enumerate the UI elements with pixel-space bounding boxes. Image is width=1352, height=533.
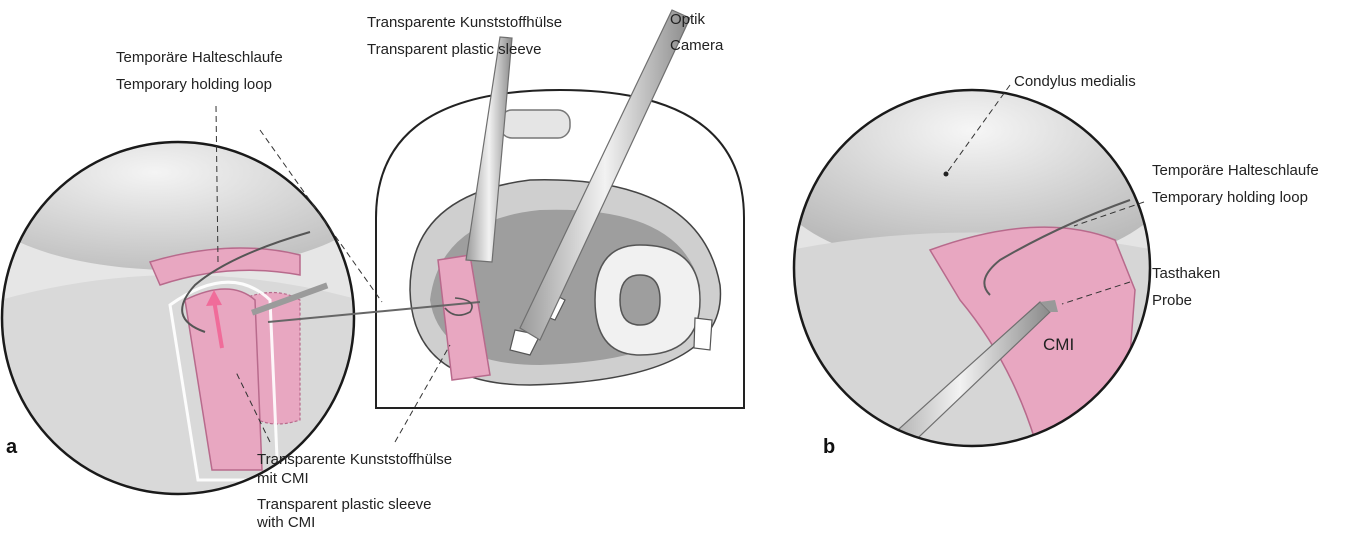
label-probe-en: Probe <box>1152 292 1192 310</box>
label-sleeve-cmi-de-1: Transparente Kunststoffhülse <box>257 451 452 469</box>
label-sleeve-en: Transparent plastic sleeve <box>367 41 542 59</box>
label-cmi: CMI <box>1043 336 1074 354</box>
label-loop-de-b: Temporäre Halteschlaufe <box>1152 162 1319 180</box>
label-loop-en-a: Temporary holding loop <box>116 76 272 94</box>
panel-letter-b: b <box>823 436 835 459</box>
panel-b-circle-view <box>767 70 1177 455</box>
fragment-3 <box>694 318 712 350</box>
label-condylus: Condylus medialis <box>1014 73 1136 91</box>
panel-a-circle-view <box>0 120 375 500</box>
label-sleeve-cmi-en-1: Transparent plastic sleeve <box>257 496 432 514</box>
patella-shape <box>500 110 570 138</box>
label-camera-de: Optik <box>670 11 705 29</box>
label-probe-de: Tasthaken <box>1152 265 1220 283</box>
condylus-point <box>944 172 949 177</box>
label-loop-en-b: Temporary holding loop <box>1152 189 1308 207</box>
label-sleeve-de: Transparente Kunststoffhülse <box>367 14 562 32</box>
label-sleeve-cmi-de-2: mit CMI <box>257 470 309 488</box>
label-sleeve-cmi-en-2: with CMI <box>257 514 315 532</box>
label-camera-en: Camera <box>670 37 723 55</box>
label-loop-de-a: Temporäre Halteschlaufe <box>116 49 283 67</box>
panel-letter-a: a <box>6 436 17 459</box>
